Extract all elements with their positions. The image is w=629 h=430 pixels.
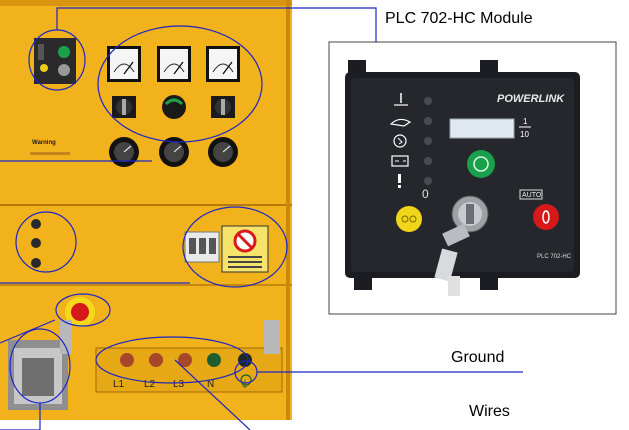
selector-switch <box>112 96 136 118</box>
panel-controller-module <box>34 38 76 84</box>
terminal-l3-label: L3 <box>173 379 185 390</box>
warning-label: Warning <box>32 140 56 146</box>
circuit-breaker <box>184 231 220 263</box>
module-title-label: PLC 702-HC Module <box>385 10 533 27</box>
ground-label: Ground <box>451 349 504 366</box>
plc-indicator-leds <box>424 97 432 185</box>
plc-module-photo <box>328 41 617 315</box>
selector-switch <box>162 95 186 119</box>
selector-switch <box>211 96 235 118</box>
emergency-stop-button <box>65 297 95 327</box>
side-bracket <box>60 320 280 354</box>
oil-pressure-icon <box>389 118 412 127</box>
coolant-temp-icon <box>394 93 408 106</box>
analog-meter <box>157 46 191 82</box>
ground-terminal-symbol: ⏚ <box>240 379 250 391</box>
round-gauge <box>159 137 189 167</box>
wires-label: Wires <box>469 403 510 420</box>
display-index-top: 1 <box>523 117 528 126</box>
analog-meter <box>206 46 240 82</box>
terminal-l2-label: L2 <box>144 379 156 390</box>
control-panel: Warning <box>0 0 292 420</box>
auto-label: AUTO <box>522 192 542 199</box>
yellow-button <box>396 206 422 232</box>
round-gauge <box>208 137 238 167</box>
terminal-block <box>95 347 283 393</box>
key-icon <box>434 195 489 296</box>
warning-icon <box>398 174 401 188</box>
zero-label: 0 <box>422 187 429 201</box>
indicator-lamps <box>31 219 41 268</box>
terminal-n-label: N <box>207 379 214 390</box>
annotation-overlay <box>0 7 523 430</box>
warning-sticker <box>221 225 269 273</box>
charge-icon <box>393 134 407 148</box>
terminal-l1-label: L1 <box>113 379 125 390</box>
battery-icon <box>391 155 409 167</box>
model-label: PLC 702-HC <box>537 254 572 260</box>
analog-meter <box>107 46 141 82</box>
stop-button <box>533 204 559 230</box>
start-button <box>467 150 495 178</box>
plc-lcd-display <box>449 118 515 139</box>
round-gauge <box>109 137 139 167</box>
brand-logo: POWERLINK <box>497 93 565 105</box>
power-socket <box>8 340 68 410</box>
display-index-bottom: 10 <box>520 130 529 139</box>
